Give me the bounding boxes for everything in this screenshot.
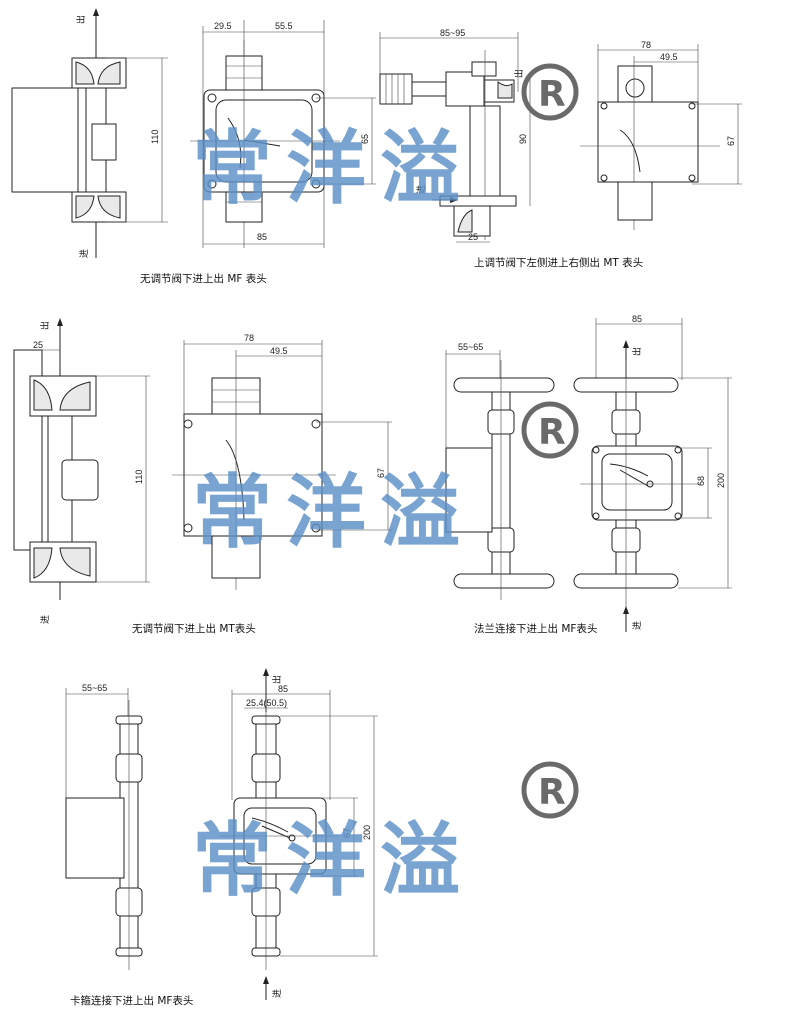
dim-55-65: 55~65: [458, 342, 483, 352]
dim-78: 78: [244, 333, 254, 343]
drawing-5: 55~65 85 出 68 200: [445, 314, 732, 635]
dim-85: 85: [257, 232, 267, 242]
caption-2: 上调节阀下左侧进上右侧出 MT 表头: [474, 256, 643, 269]
registered-letter: R: [538, 772, 566, 813]
outlet-label: 出: [39, 321, 51, 330]
drawing-4-front-view: 78 49.5 67 无调节阀下进上出 MT表头: [132, 333, 392, 635]
registered-mark-2: R: [521, 401, 579, 459]
caption-1: 无调节阀下进上出 MF 表头: [140, 272, 267, 285]
dim-85: 85: [278, 684, 288, 694]
dim-85: 85: [632, 314, 642, 324]
dim-25: 25: [468, 232, 478, 242]
registered-letter: R: [538, 74, 566, 115]
inlet-label: 进: [79, 249, 90, 258]
drawing-2: 85~95 进 出 90 25 上调节阀下左侧进上右侧出 MT 表头: [379, 28, 643, 269]
dim-25: 25: [33, 340, 43, 350]
registered-mark-3: R: [521, 761, 579, 819]
dim-55-65: 55~65: [82, 683, 107, 693]
drawing-4-side-view: 出 进 25 110: [13, 318, 150, 624]
watermark-2: 常洋溢: [192, 466, 474, 559]
outlet-label: 出: [631, 347, 643, 356]
drawing-6: 55~65 出 85 25.4(50.5) 67: [65, 668, 378, 1007]
dim-29.5: 29.5: [214, 21, 232, 31]
watermark-text: 常洋溢: [192, 122, 474, 215]
watermark-3: 常洋溢: [192, 814, 474, 907]
dim-55.5: 55.5: [275, 21, 293, 31]
caption-6: 卡箍连接下进上出 MF表头: [70, 994, 193, 1007]
dim-49.5: 49.5: [660, 52, 678, 62]
inlet-label: 进: [40, 615, 51, 624]
drawing-3: 78 49.5 67: [580, 40, 742, 230]
registered-letter: R: [538, 412, 566, 453]
dim-200: 200: [362, 825, 372, 840]
caption-5: 法兰连接下进上出 MF表头: [474, 622, 597, 635]
registered-mark-1: R: [521, 63, 579, 121]
dim-110: 110: [150, 130, 160, 144]
dim-67: 67: [726, 136, 736, 146]
dim-110: 110: [134, 470, 144, 484]
inlet-label: 进: [416, 185, 427, 194]
inlet-label: 进: [632, 621, 643, 630]
watermark-text: 常洋溢: [192, 466, 474, 559]
caption-4: 无调节阀下进上出 MT表头: [132, 622, 256, 635]
watermark-1: 常洋溢: [192, 122, 474, 215]
dim-200: 200: [716, 473, 726, 488]
dim-78: 78: [641, 40, 651, 50]
dim-67: 67: [376, 468, 386, 478]
outlet-label: 出: [513, 69, 525, 78]
dim-25.4: 25.4(50.5): [246, 698, 287, 708]
dim-68: 68: [696, 476, 706, 486]
dim-49.5: 49.5: [270, 346, 288, 356]
drawing-1-front-view: 29.5 55.5 85 65 无调节阀下进上出 MF 表头: [140, 20, 376, 285]
outlet-label: 出: [75, 15, 87, 24]
outlet-label: 出: [271, 675, 283, 684]
watermark-text: 常洋溢: [192, 814, 474, 907]
dim-67: 67: [342, 828, 352, 838]
dim-65: 65: [360, 134, 370, 144]
inlet-label: 进: [272, 989, 283, 998]
dim-90: 90: [518, 134, 528, 144]
drawing-1-side-view: 出 进 110: [11, 8, 168, 258]
dim-85-95: 85~95: [440, 28, 465, 38]
